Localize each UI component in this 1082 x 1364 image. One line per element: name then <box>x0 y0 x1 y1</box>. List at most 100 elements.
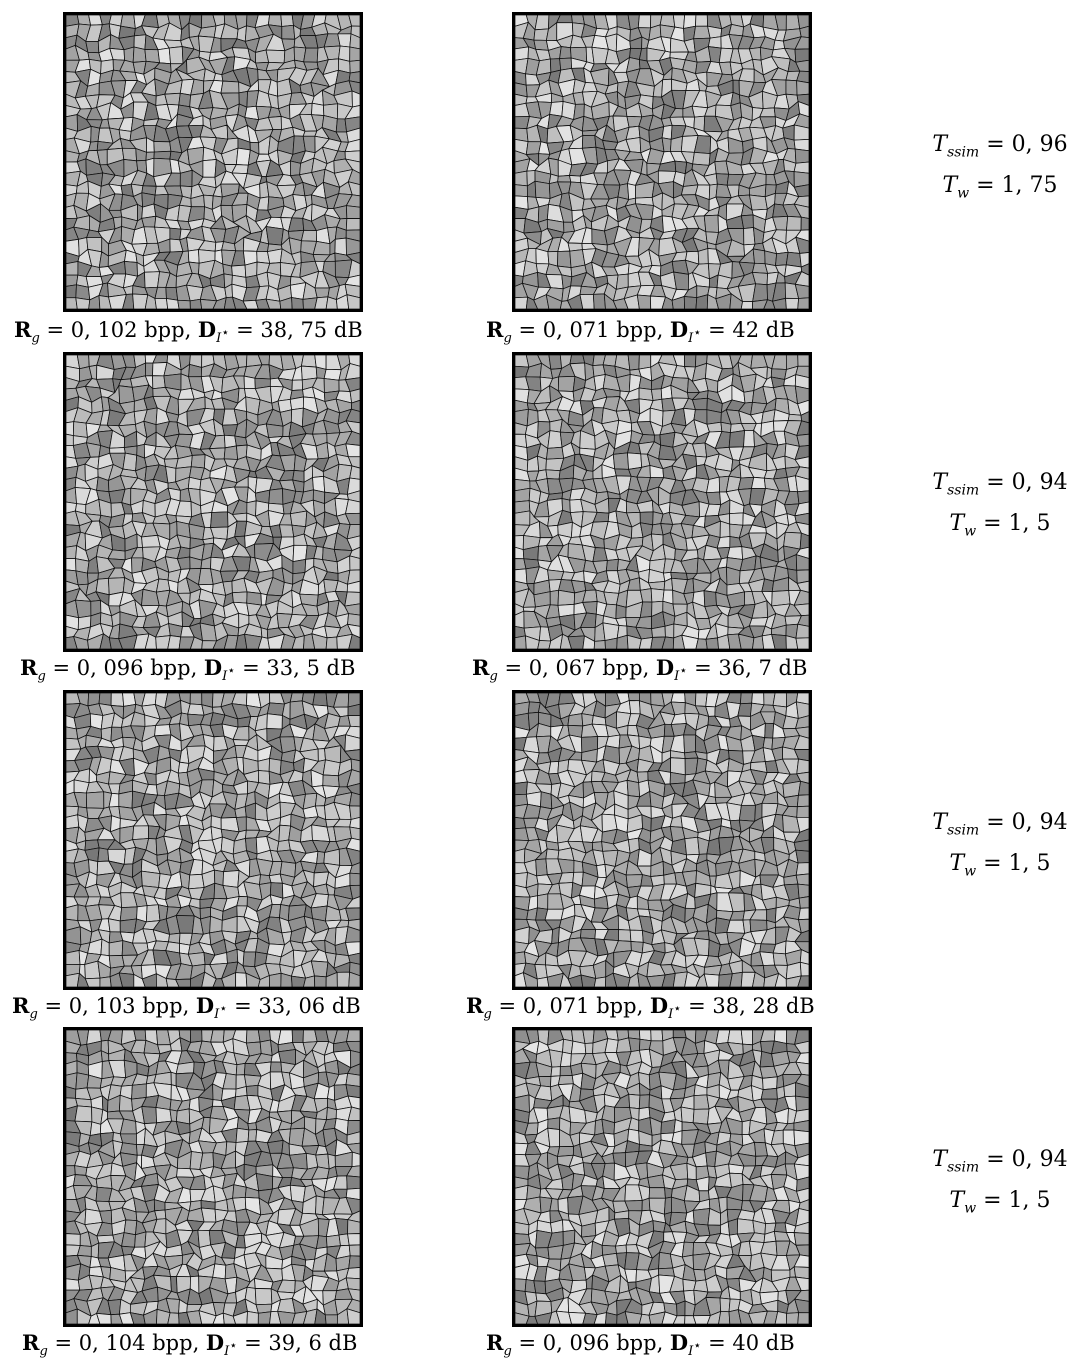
mesh-cell <box>536 859 548 876</box>
mesh-cell <box>550 102 563 117</box>
dist-unit: dB <box>332 994 361 1018</box>
w-sub: w <box>964 524 976 540</box>
mesh-cell <box>335 238 347 255</box>
mesh-cell <box>696 15 708 26</box>
mesh-cell <box>797 759 809 774</box>
mesh-cell <box>800 26 809 37</box>
mesh-cell <box>290 1185 305 1202</box>
mesh-cell <box>515 782 527 795</box>
mesh-cell <box>66 1279 80 1290</box>
ssim-symbol: T <box>932 132 947 157</box>
mesh-cell <box>673 1030 686 1038</box>
mesh-cell <box>66 1234 80 1246</box>
mesh-cell <box>515 636 526 649</box>
dist-value: 33, 06 <box>258 994 325 1018</box>
mesh-image-right-1 <box>512 12 812 312</box>
mesh-cell <box>198 1230 211 1247</box>
mesh-cell <box>142 535 161 547</box>
mesh-cell <box>155 299 168 309</box>
mesh-cell <box>796 624 809 638</box>
ssim-sub: ssim <box>947 482 979 498</box>
mesh-cell <box>749 618 767 627</box>
mesh-cell <box>706 492 720 505</box>
mesh-cell <box>76 571 88 585</box>
mesh-cell <box>350 556 360 570</box>
mesh-cell <box>236 1128 249 1142</box>
mesh-cell <box>267 703 284 716</box>
mesh-cell <box>640 602 652 618</box>
mesh-cell <box>800 533 809 549</box>
ssim-symbol: T <box>932 470 947 495</box>
mesh-cell <box>639 355 651 369</box>
mesh-cell <box>539 1076 551 1086</box>
mesh-image-right-4 <box>512 1027 812 1327</box>
dist-value: 33, 5 <box>266 656 319 680</box>
mesh-cell <box>180 170 192 186</box>
mesh-cell <box>244 376 255 389</box>
mesh-cell <box>639 388 653 401</box>
mesh-cell <box>763 1077 778 1090</box>
mesh-cell <box>716 174 728 186</box>
mesh-cell <box>86 41 99 52</box>
mesh-cell <box>515 511 530 525</box>
mesh-cell <box>158 48 171 64</box>
mesh-cell <box>76 298 90 309</box>
dist-sup: ⋆ <box>673 1002 681 1017</box>
mesh-cell <box>740 693 752 704</box>
dist-value: 39, 6 <box>268 1331 321 1355</box>
mesh-cell <box>313 241 330 255</box>
mesh-cell <box>538 640 551 649</box>
dist-unit: dB <box>334 318 363 342</box>
mesh-cell <box>292 1030 303 1043</box>
mesh-cell <box>248 1123 257 1130</box>
mesh-cell <box>515 185 527 197</box>
mesh-cell <box>293 559 306 573</box>
dist-value: 42 <box>732 318 759 342</box>
mesh-cell <box>560 1052 571 1067</box>
caption-right-3: Rg = 0, 071 bpp, DI⋆ = 38, 28 dB <box>466 994 815 1027</box>
dist-sup: ⋆ <box>693 326 701 341</box>
mesh-cell <box>752 693 764 705</box>
dist-symbol: D <box>204 655 222 680</box>
mesh-cell <box>765 251 777 266</box>
mesh-cell <box>292 298 304 309</box>
mesh-cell <box>277 840 290 851</box>
mesh-cell <box>166 299 179 309</box>
rate-sub: g <box>29 1007 37 1022</box>
mesh-cell <box>721 422 731 432</box>
ssim-value: 0, 96 <box>1012 132 1068 157</box>
mesh-cell <box>123 453 137 471</box>
mesh-cell <box>176 1062 194 1074</box>
mesh-cell <box>154 142 171 152</box>
mesh-cell <box>352 1152 360 1167</box>
mesh-cell <box>223 870 239 887</box>
mesh-cell <box>616 605 626 619</box>
mesh-cell <box>558 376 575 391</box>
mesh-cell <box>188 250 199 264</box>
rate-symbol: R <box>12 993 29 1018</box>
mesh-cell <box>730 513 744 525</box>
mesh-cell <box>221 81 239 93</box>
dist-sup: ⋆ <box>221 326 229 341</box>
rate-sub: g <box>31 331 39 346</box>
mesh-cell <box>346 1267 360 1278</box>
mesh-cell <box>290 397 303 410</box>
mesh-cell <box>772 590 790 605</box>
mesh-cell <box>66 546 77 559</box>
mesh-cell <box>750 195 768 210</box>
mesh-cell <box>269 973 281 987</box>
mesh-cell <box>66 950 80 964</box>
mesh-cell <box>236 973 247 987</box>
mesh-cell <box>154 151 171 159</box>
mesh-cell <box>269 489 283 505</box>
mesh-cell <box>753 284 768 302</box>
mesh-cell <box>170 228 181 240</box>
mesh-cell <box>618 930 630 942</box>
mesh-cell <box>788 414 801 421</box>
mesh-cell <box>741 215 753 229</box>
dist-symbol: D <box>656 655 674 680</box>
mesh-cell <box>797 795 809 807</box>
mesh-cell <box>664 873 677 884</box>
mesh-cell <box>348 1220 360 1234</box>
mesh-cell <box>704 965 721 975</box>
